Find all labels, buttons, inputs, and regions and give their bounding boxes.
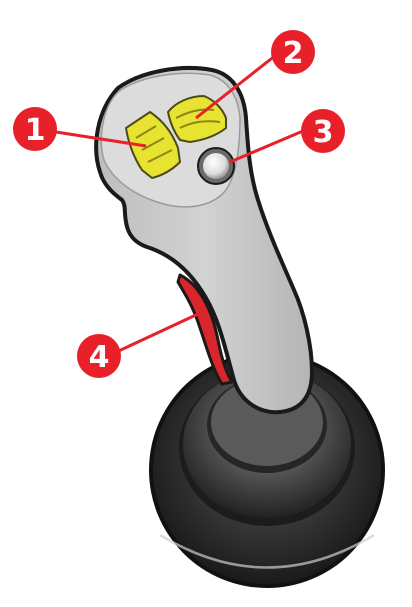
callout-4: 4 <box>77 334 121 378</box>
callout-1: 1 <box>13 107 57 151</box>
callout-3-label: 3 <box>313 115 334 150</box>
callout-4-label: 4 <box>89 340 110 375</box>
callout-1-label: 1 <box>25 113 46 148</box>
callout-2: 2 <box>271 30 315 74</box>
push-button <box>198 148 234 184</box>
callout-2-label: 2 <box>283 36 304 71</box>
callout-4-leader <box>110 314 198 355</box>
callout-3: 3 <box>301 109 345 153</box>
